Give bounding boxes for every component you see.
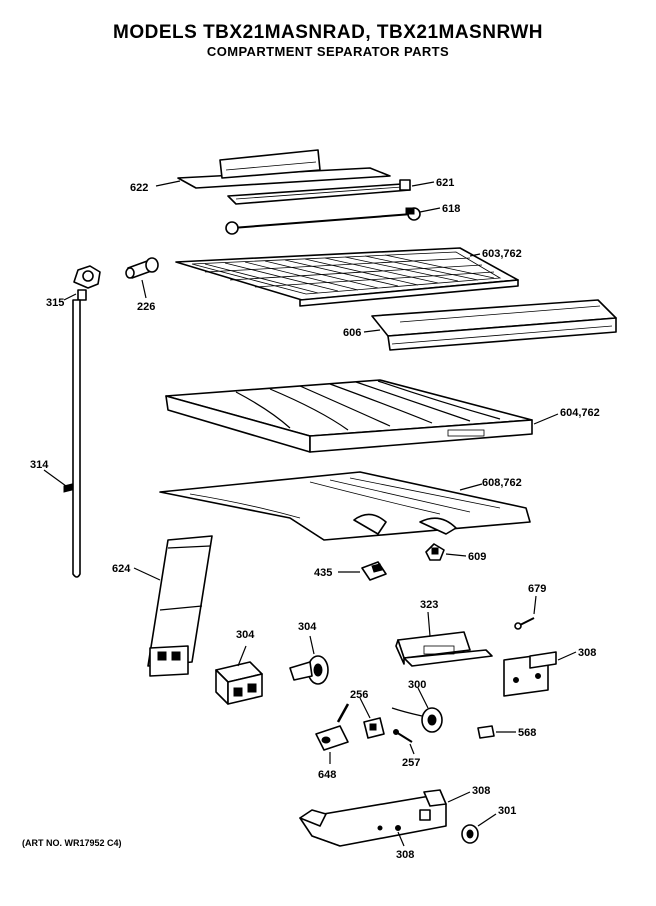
leader-308a (557, 651, 577, 661)
part-608-cover (159, 471, 531, 541)
part-606-cover (371, 299, 617, 351)
label-257: 257 (402, 757, 420, 769)
leader-618 (419, 207, 441, 213)
page-title: MODELS TBX21MASNRAD, TBX21MASNRWH (113, 22, 543, 43)
part-256-switch (363, 717, 385, 739)
page-subtitle: COMPARTMENT SEPARATOR PARTS (206, 44, 450, 59)
leader-257 (409, 743, 415, 755)
label-568: 568 (518, 727, 536, 739)
leader-226 (141, 279, 147, 299)
label-609: 609 (468, 551, 486, 563)
label-314: 314 (30, 459, 49, 471)
label-256: 256 (350, 689, 368, 701)
part-621-rail (227, 179, 411, 205)
label-606: 606 (343, 327, 361, 339)
part-624-panel (147, 535, 213, 677)
part-435-latch (361, 561, 387, 581)
label-301: 301 (498, 805, 516, 817)
label-618: 618 (442, 203, 460, 215)
part-301-knob (461, 824, 479, 844)
part-315-rod (72, 265, 101, 578)
part-308-bracket (503, 651, 557, 697)
label-300: 300 (408, 679, 426, 691)
leader-315 (63, 293, 77, 301)
label-624: 624 (112, 563, 131, 575)
label-323: 323 (420, 599, 438, 611)
leader-603 (469, 253, 481, 257)
leader-304a (237, 645, 247, 667)
leader-323 (427, 611, 431, 637)
leader-256 (359, 697, 371, 719)
label-679: 679 (528, 583, 546, 595)
label-603: 603,762 (482, 248, 522, 260)
part-568-fastener (477, 725, 495, 739)
art-number: (ART NO. WR17952 C4) (22, 838, 122, 848)
leader-604 (533, 413, 559, 425)
part-618-rod (225, 207, 421, 235)
part-648-damper (315, 703, 350, 751)
label-621: 621 (436, 177, 454, 189)
part-679-screw (514, 617, 535, 630)
leader-301 (477, 813, 497, 827)
label-304a: 304 (236, 629, 255, 641)
part-603-shelf (175, 247, 519, 307)
part-226-bushing (125, 257, 159, 279)
part-304-dial (289, 655, 329, 685)
leader-304b (309, 635, 315, 655)
leader-300 (417, 687, 429, 709)
leader-679 (533, 595, 537, 615)
label-435: 435 (314, 567, 332, 579)
leader-622 (155, 180, 181, 187)
leader-308c (397, 831, 405, 847)
part-308-housing (299, 789, 447, 847)
label-648: 648 (318, 769, 336, 781)
label-622: 622 (130, 182, 148, 194)
leader-621 (411, 181, 435, 187)
part-323-control (395, 631, 493, 667)
label-308a: 308 (578, 647, 596, 659)
label-304b: 304 (298, 621, 317, 633)
part-622-bracket (177, 149, 391, 189)
label-608: 608,762 (482, 477, 522, 489)
part-300-thermostat (391, 707, 443, 733)
label-308b: 308 (472, 785, 490, 797)
part-257-screw (393, 729, 413, 743)
label-308c: 308 (396, 849, 414, 861)
leader-609 (445, 553, 467, 557)
leader-308b (447, 791, 471, 803)
label-604: 604,762 (560, 407, 600, 419)
label-315: 315 (46, 297, 64, 309)
label-226: 226 (137, 301, 155, 313)
part-304-box (215, 661, 263, 705)
leader-314 (43, 469, 67, 487)
leader-608 (459, 483, 483, 491)
part-604-tray (165, 379, 533, 453)
part-609-clip (425, 543, 445, 561)
leader-606 (363, 329, 381, 333)
leader-624 (133, 567, 161, 581)
